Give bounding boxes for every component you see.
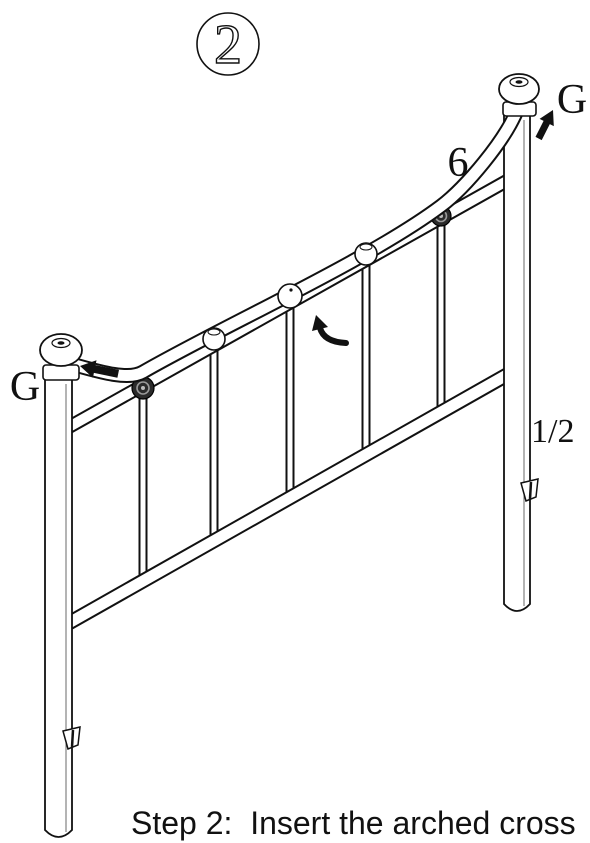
left-insert-arrow-icon [80, 360, 119, 378]
post-body [44, 377, 73, 838]
fraction-label: 1/2 [531, 413, 574, 450]
finial-ball [39, 333, 83, 367]
finial-ball [498, 73, 540, 105]
left-post-clip [62, 726, 81, 751]
step-number: 2 [214, 14, 242, 76]
right-insert-arrow-icon [535, 110, 554, 141]
collar-rim [359, 243, 373, 251]
part-number-label: 6 [448, 140, 469, 186]
collar-rim [207, 328, 221, 336]
step-circle [196, 12, 260, 76]
disc-ring [136, 381, 150, 395]
disc-center [141, 386, 145, 390]
curved-arrow-head [312, 315, 328, 331]
vertical-bars [138, 215, 446, 584]
collar-body [277, 283, 303, 309]
bar-collar-2 [202, 327, 226, 351]
finial-dimple [57, 341, 65, 345]
tube-core [62, 105, 524, 381]
clip-edge [528, 481, 533, 500]
right-finial [498, 73, 540, 117]
left-post [44, 377, 73, 838]
right-post-clip [520, 478, 539, 503]
finial-dimple [515, 80, 523, 84]
lower-rail [56, 365, 516, 635]
post-body [503, 113, 531, 612]
clip-edge [70, 729, 75, 748]
curved-arrow-icon [312, 315, 349, 346]
step-marker: 2 [196, 12, 260, 77]
left-connector-label: G [10, 364, 40, 410]
tube-core [57, 367, 515, 633]
collar-body [354, 242, 378, 266]
step-caption: Step 2: Insert the arched cross [131, 805, 576, 841]
collar-body [202, 327, 226, 351]
bar-collar-disc-1 [131, 376, 155, 400]
bar-collar-3 [277, 283, 303, 309]
bar-collar-4 [354, 242, 378, 266]
collar-hole [289, 288, 293, 292]
finial-band [42, 364, 80, 381]
right-post [503, 113, 531, 612]
arched-cross-tube [62, 105, 526, 383]
left-finial [39, 333, 83, 381]
right-connector-label: G [557, 77, 587, 123]
curved-arrow-shaft [317, 325, 349, 346]
